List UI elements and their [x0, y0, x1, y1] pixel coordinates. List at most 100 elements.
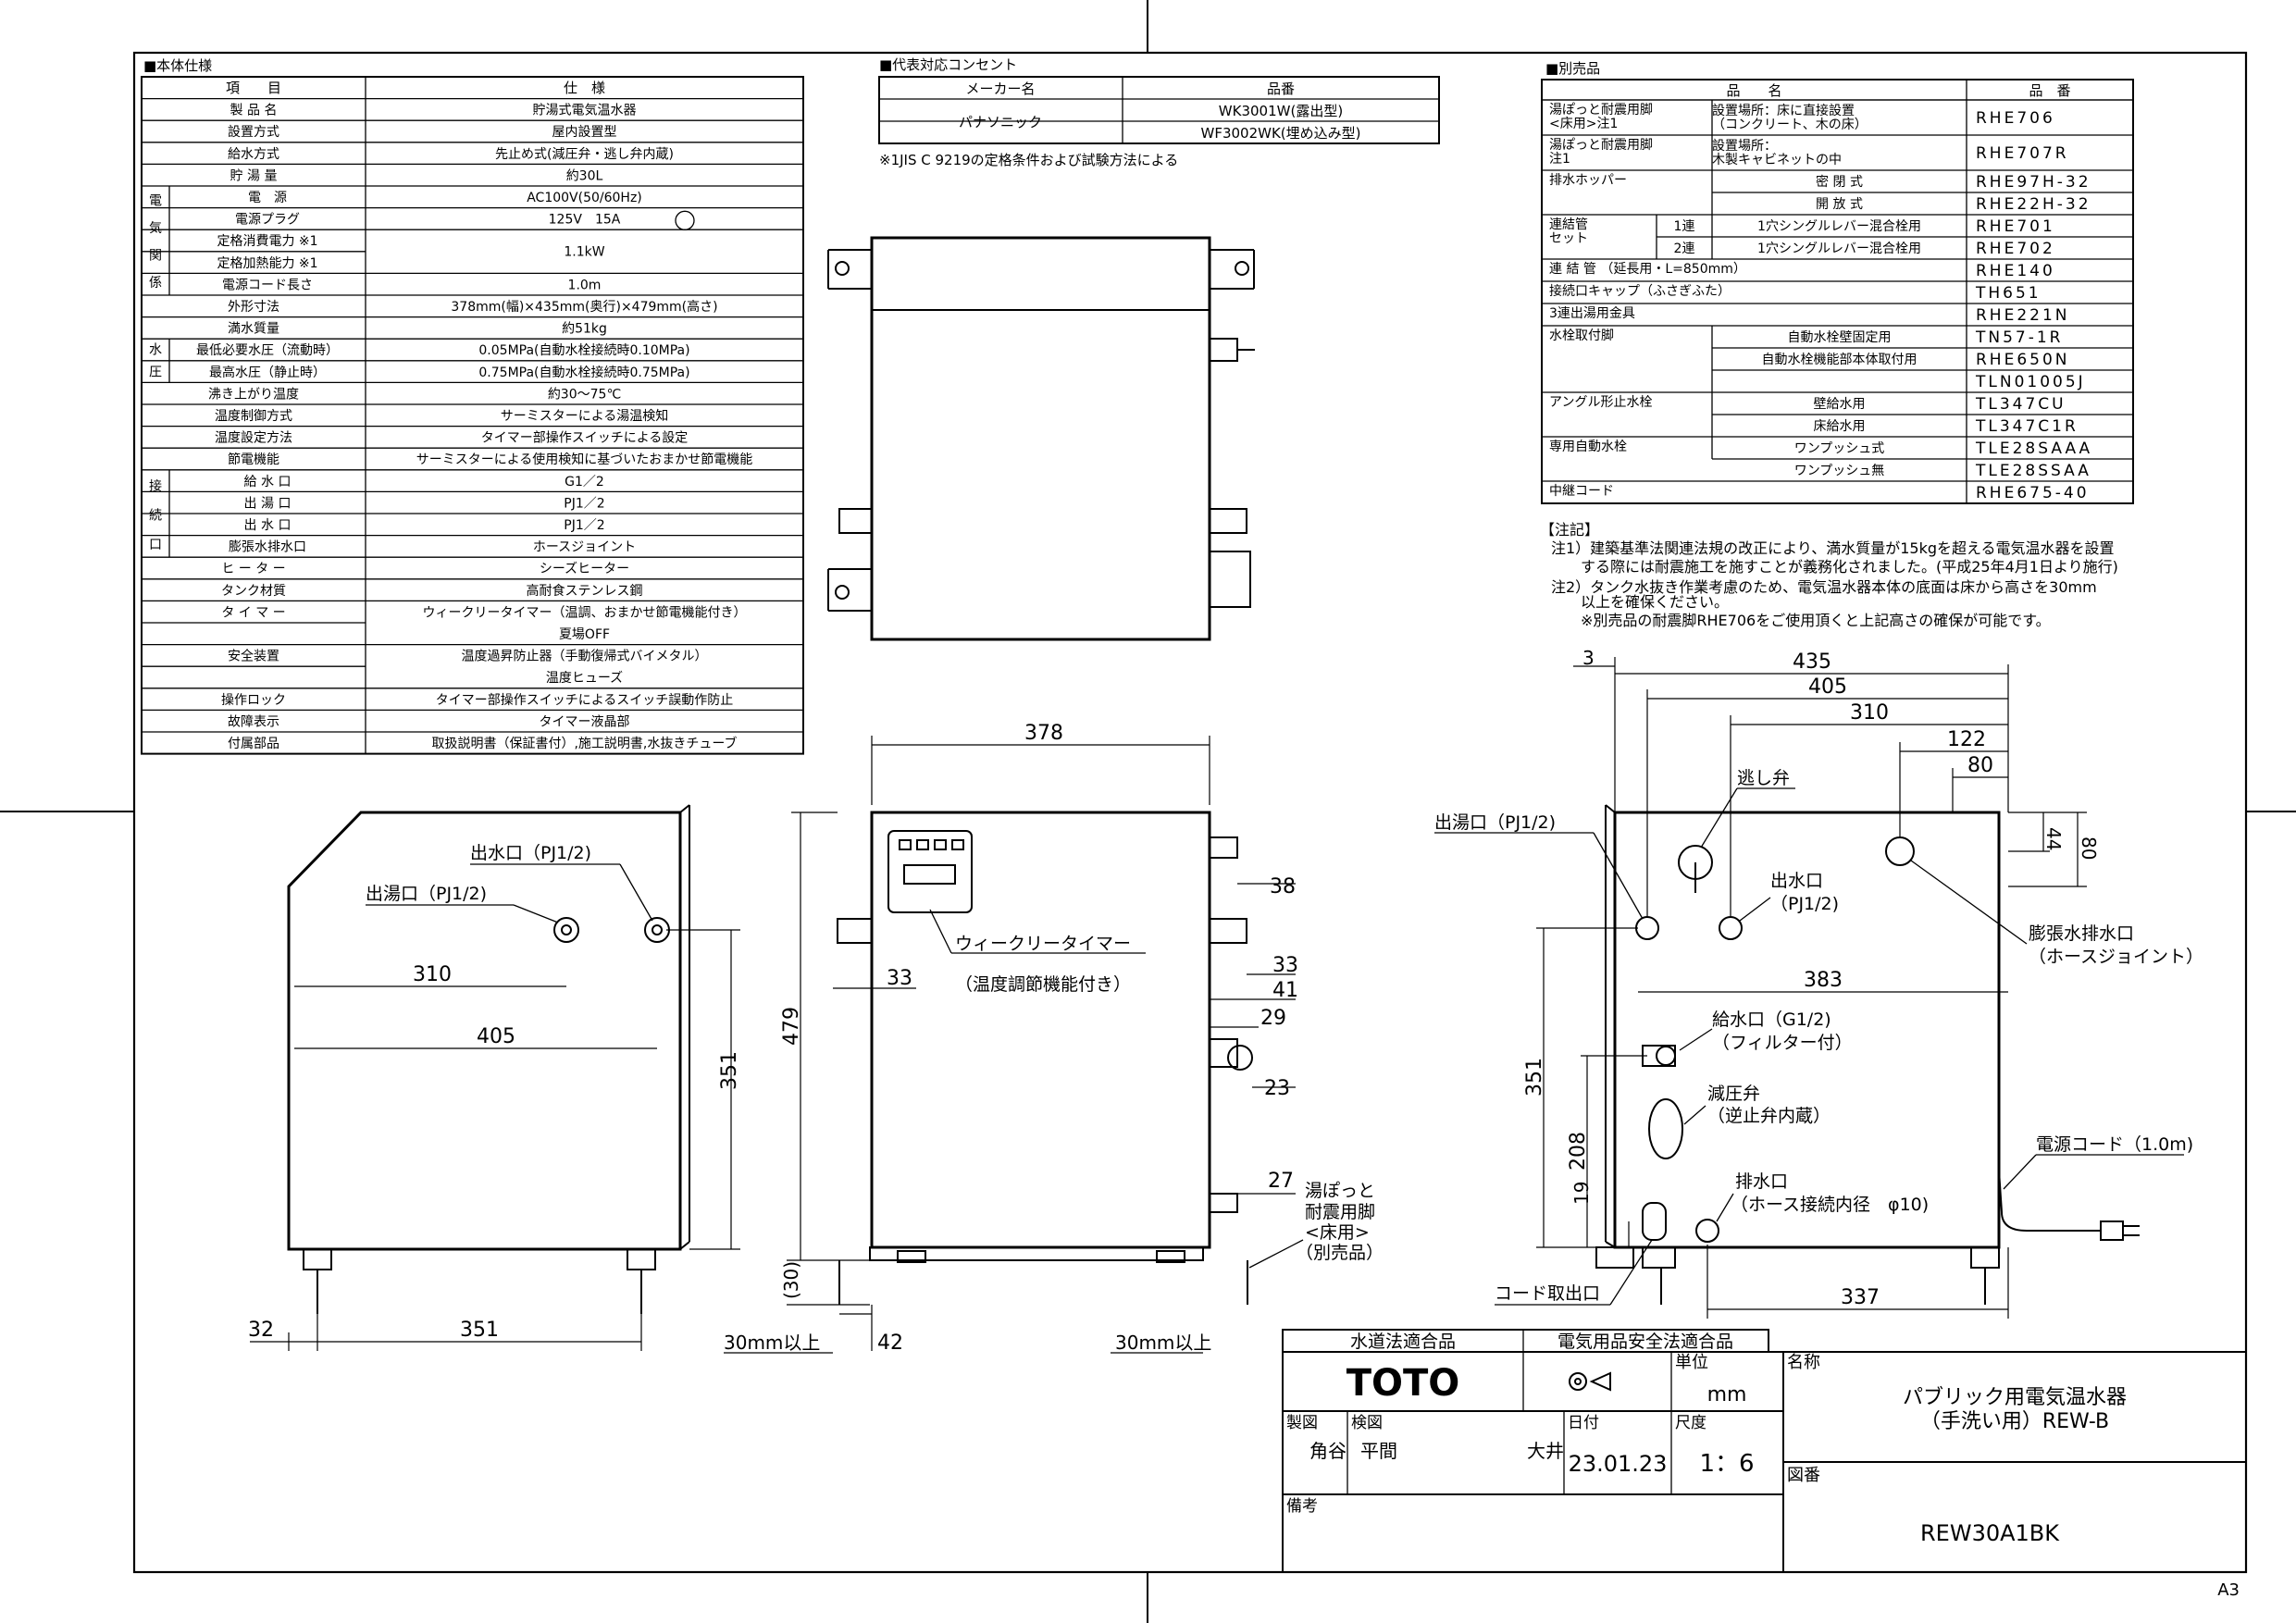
name-label: 名称	[1787, 1353, 1820, 1372]
timer-button	[916, 839, 929, 850]
notes-heading: 【注記】	[1540, 521, 1599, 539]
group-pressure: 水圧	[149, 343, 162, 380]
floor-clearance-right: 30mm以上	[1115, 1332, 1211, 1354]
spec-table: ■本体仕様 項 目仕 様製 品 名貯湯式電気温水器設置方式屋内設置型給水方式先止…	[141, 57, 804, 755]
note-line: 注1）建築基準法関連法規の改正により、満水質量が15kgを超える電気温水器を設置	[1551, 539, 2115, 557]
leg-label-4: （別売品）	[1296, 1243, 1384, 1263]
right-dim-337: 337	[1841, 1286, 1880, 1309]
option-part: RHE650N	[1976, 351, 2070, 369]
spec-label: 節電機能	[228, 452, 279, 467]
spec-label: 故障表示	[228, 714, 279, 729]
option-desc: 密 閉 式	[1816, 174, 1863, 190]
spec-label: 出 湯 口	[244, 495, 292, 511]
right-dim-208: 208	[1567, 1132, 1590, 1171]
spec-label: 電源コード長さ	[222, 278, 313, 292]
right-side-view: 逃し弁 出湯口（PJ1/2) 出水口 （PJ1/2) 膨張水排水口 （ホースジョ…	[1434, 647, 2203, 1319]
supply-label-2: （フィルター付）	[1712, 1033, 1853, 1053]
drawing-no-label: 図番	[1787, 1466, 1820, 1485]
spec-label: 給水方式	[228, 147, 279, 162]
left-water-out-label: 出水口（PJ1/2)	[470, 843, 591, 863]
option-name: 中継コード	[1549, 484, 1614, 499]
left-dim-310: 310	[413, 963, 452, 986]
valve-icon	[1227, 1045, 1253, 1071]
spec-label: 外形寸法	[228, 300, 279, 315]
timer-display	[903, 864, 956, 885]
option-desc: 床給水用	[1814, 419, 1866, 434]
front-dim-479: 479	[780, 1007, 803, 1046]
option-part: RHE140	[1976, 262, 2055, 280]
spec-value: 0.75MPa(自動水栓接続時0.75MPa)	[478, 365, 689, 380]
approver-name: 大井	[1527, 1440, 1564, 1462]
right-dim-80: 80	[1967, 754, 1993, 777]
option-desc: ワンプッシュ無	[1794, 464, 1885, 478]
spec-value: サーミスターによる湯温検知	[501, 408, 669, 424]
option-part: TLE28SAAA	[1975, 440, 2092, 458]
note-line: 注2）タンク水抜き作業考慮のため、電気温水器本体の底面は床から高さを30mm	[1551, 578, 2097, 596]
right-dim-44: 44	[2042, 827, 2065, 850]
cord-outlet-icon	[1642, 1202, 1667, 1241]
spec-label: 最高水圧（静止時）	[209, 365, 326, 380]
water-outlet-icon	[1719, 916, 1743, 940]
option-desc: 設置場所：木製キャビネットの中	[1712, 139, 1842, 167]
option-desc: 開 放 式	[1816, 197, 1863, 212]
right-dim-351: 351	[1523, 1058, 1546, 1096]
spec-label: ヒ ー タ ー	[221, 562, 285, 576]
option-part: TL347CU	[1975, 395, 2066, 414]
hot-outlet-icon	[553, 917, 579, 943]
fitting-icon	[1209, 1038, 1238, 1068]
right-dim-435: 435	[1793, 650, 1831, 674]
spec-label: 膨張水排水口	[229, 539, 306, 555]
leg-label-1: 湯ぽっと	[1305, 1181, 1375, 1201]
floor-clearance-left: 30mm以上	[724, 1332, 820, 1354]
option-desc: 1穴シングルレバー混合栓用	[1757, 242, 1921, 256]
spec-label: 出 水 口	[244, 518, 292, 533]
spec-label: 設置方式	[228, 125, 279, 140]
options-col-part: 品 番	[2029, 82, 2070, 99]
product-name-2: （手洗い用）REW-B	[1920, 1410, 2109, 1433]
option-desc: 1穴シングルレバー混合栓用	[1757, 219, 1921, 234]
pressure-reducer-icon	[1648, 1098, 1683, 1159]
spec-label: タ イ マ ー	[221, 605, 285, 620]
timer-button	[934, 839, 947, 850]
spec-value: タイマー液晶部	[540, 714, 630, 729]
option-sub: 1連	[1674, 219, 1695, 234]
option-desc: 設置場所：床に直接設置（コンクリート、木の床）	[1712, 103, 1868, 132]
front-dim-30: (30)	[780, 1261, 802, 1299]
spec-value: 約30～75℃	[548, 387, 621, 402]
power-cord-icon	[1998, 1170, 2101, 1232]
drawing-date: 23.01.23	[1569, 1451, 1668, 1477]
option-part: RHE97H-32	[1976, 173, 2091, 192]
right-dim-80v: 80	[2078, 836, 2100, 860]
outlet-col-part: 品番	[1267, 81, 1295, 97]
leg-label-3: <床用>	[1305, 1222, 1370, 1243]
outlet-heading: ■代表対応コンセント	[879, 56, 1017, 73]
spec-value: AC100V(50/60Hz)	[527, 191, 642, 205]
note-line: 以上を確保ください。	[1551, 593, 1729, 611]
spec-value: 温度過昇防止器（手動復帰式バイメタル）	[462, 649, 708, 664]
brand-logo: TOTO	[1347, 1362, 1460, 1405]
spec-col-spec: 仕 様	[564, 80, 605, 96]
option-desc: 自動水栓壁固定用	[1788, 330, 1892, 345]
timer-button	[951, 839, 964, 850]
drain-label-2: （ホース接続内径 φ10)	[1731, 1195, 1929, 1215]
spec-value: PJ1／2	[564, 518, 604, 533]
option-desc: ワンプッシュ式	[1794, 441, 1885, 456]
made-label: 製図	[1286, 1414, 1318, 1432]
option-name: 排水ホッパー	[1549, 173, 1627, 188]
spec-value: 1.0m	[568, 278, 602, 292]
fitting-icon	[1209, 918, 1247, 944]
reducer-label: 減圧弁	[1707, 1084, 1760, 1104]
fitting-icon	[1209, 551, 1251, 608]
spec-heading: ■本体仕様	[143, 57, 212, 74]
right-dim-383: 383	[1804, 969, 1843, 992]
spec-value: 取扱説明書（保証書付）,施工説明書,水抜きチューブ	[431, 736, 737, 751]
spec-label: 操作ロック	[221, 693, 286, 708]
timer-label: ウィークリータイマー	[955, 934, 1131, 954]
spec-label: タンク材質	[221, 584, 286, 599]
outlet-table: ■代表対応コンセント メーカー名 品番 パナソニック WK3001W(露出型) …	[878, 56, 1440, 168]
option-part: TL347C1R	[1975, 417, 2079, 436]
spec-col-item: 項 目	[226, 80, 281, 96]
left-hot-out-label: 出湯口（PJ1/2)	[366, 884, 487, 904]
approval-electric: 電気用品安全法適合品	[1558, 1332, 1733, 1352]
option-part: TLE28SSAA	[1975, 462, 2091, 480]
